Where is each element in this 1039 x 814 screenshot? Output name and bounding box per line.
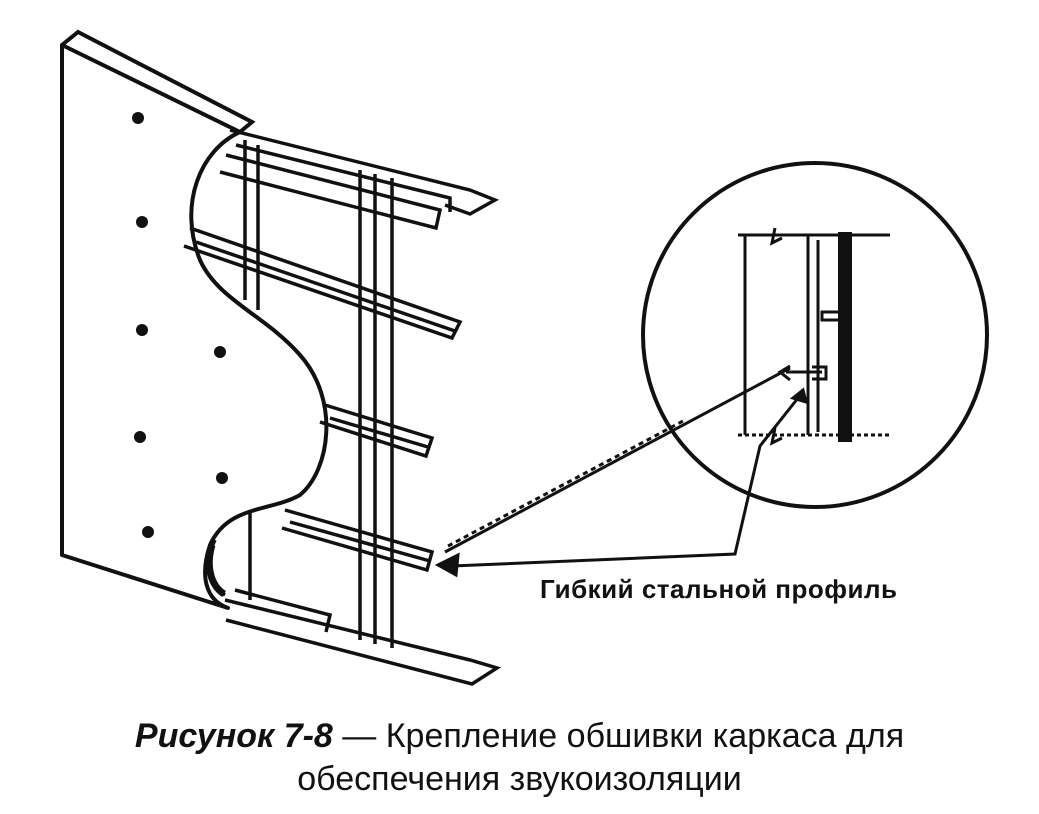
screw-dots [132,112,228,538]
bottom-curl-shade [205,543,227,597]
screw-dot [136,216,148,228]
screw-dot [134,431,146,443]
arrow-head-detail [789,387,809,405]
figure-caption-line2: обеспечения звукоизоляции [297,760,742,798]
detail-board-hatch [838,232,852,442]
caption-dash: — [332,717,386,755]
screw-dot [216,472,228,484]
screw-dot [214,346,226,358]
wall-framing-illustration [60,29,989,686]
steel-frame [183,128,502,686]
label-leader [451,392,804,568]
detail-section [738,227,890,446]
drywall-edge [60,29,256,134]
screw-dot [142,526,154,538]
screw-dot [132,112,144,124]
callout-label: Гибкий стальной профиль [540,574,898,604]
arrow-head [434,552,460,578]
drywall-panel [60,43,329,610]
caption-text-line1: Крепление обшивки каркаса для [385,717,905,755]
figure-number: Рисунок 7-8 [134,717,333,755]
screw-dot [136,324,148,336]
leader-to-detail [444,366,791,554]
figure-caption-line1: Рисунок 7-8 — Крепление обшивки каркаса … [0,714,1039,758]
dashed-leader [447,418,686,548]
detail-circle [641,161,989,509]
leader-lines [434,366,809,578]
